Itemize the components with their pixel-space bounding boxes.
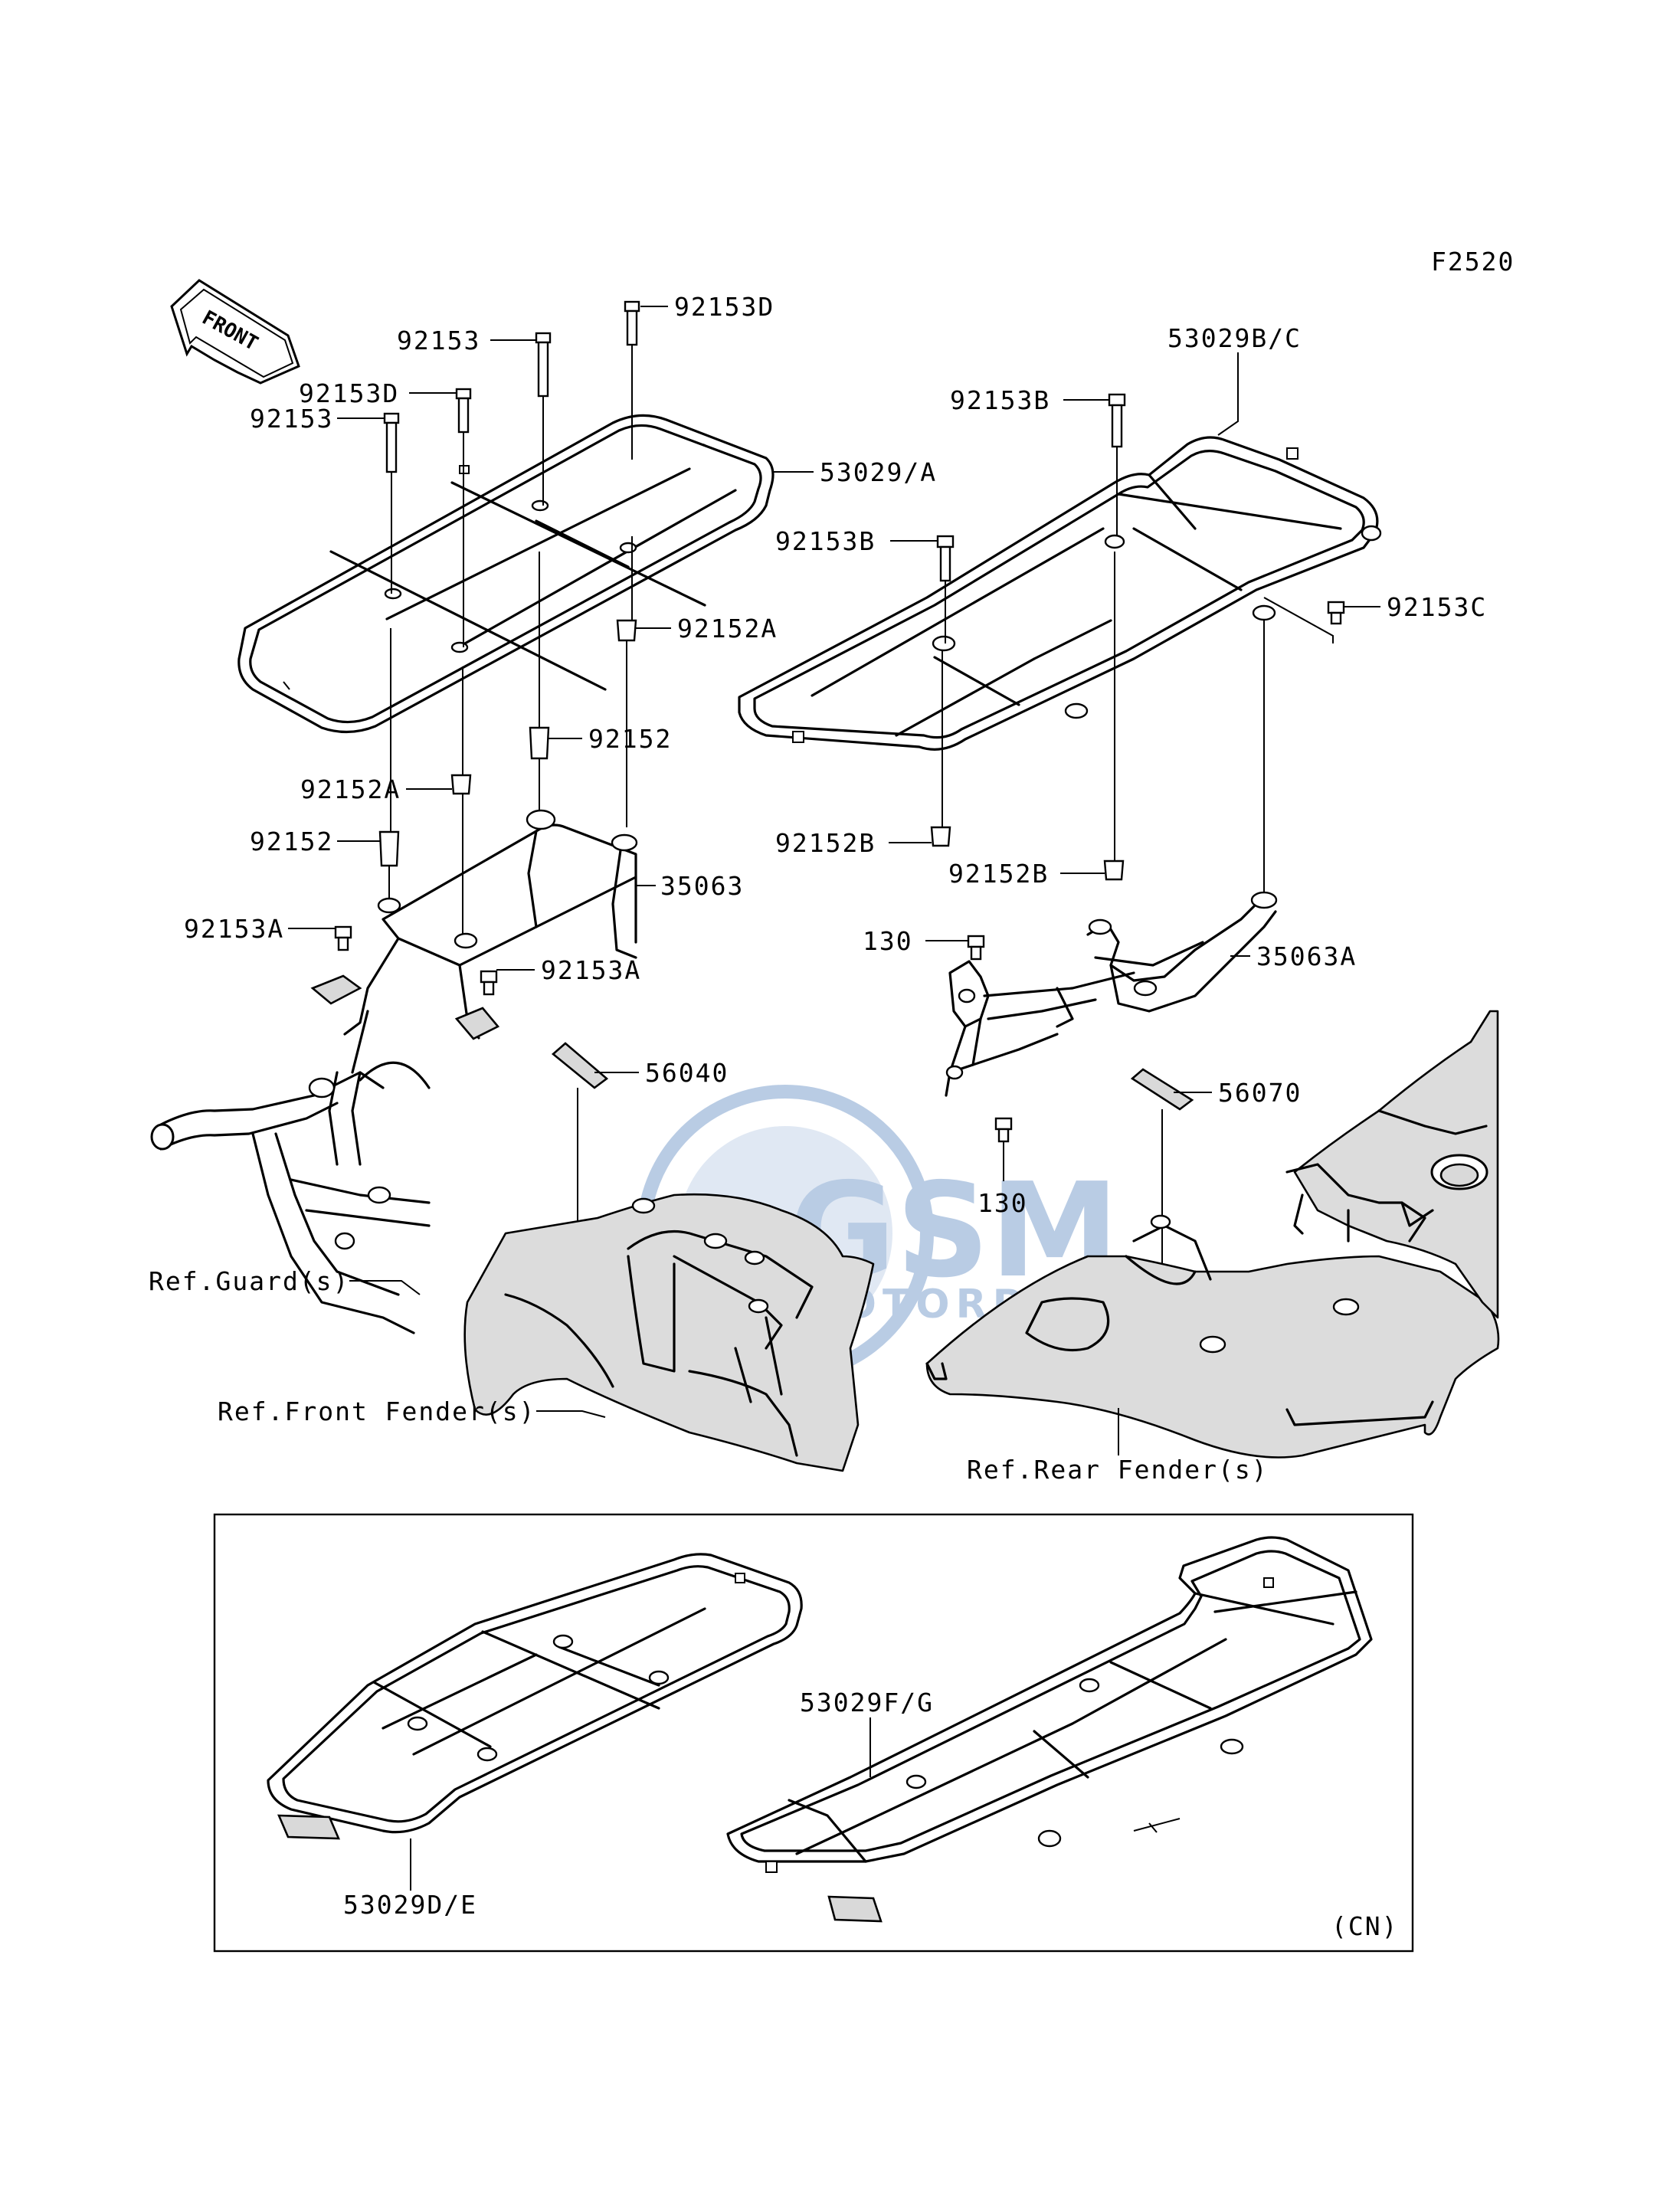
- front-direction-arrow-icon: FRONT: [170, 279, 300, 385]
- label-56040: 56040: [645, 1058, 729, 1088]
- label-92153D-top: 92153D: [674, 292, 775, 322]
- label-92153A-left: 92153A: [184, 914, 284, 944]
- label-35063: 35063: [660, 871, 744, 901]
- rear-bracket-35063A: [945, 891, 1278, 1097]
- label-56070: 56070: [1218, 1078, 1302, 1108]
- bolt-92153D-left: [455, 388, 472, 434]
- collar-92152A-left: [450, 774, 472, 795]
- label-92152B-left: 92152B: [775, 828, 876, 858]
- label-92152A-right: 92152A: [677, 614, 778, 643]
- label-92153B-mid: 92153B: [775, 526, 876, 556]
- label-92152-left: 92152: [250, 827, 333, 856]
- label-53029BC: 53029B/C: [1167, 323, 1302, 353]
- front-bracket-35063: [310, 809, 638, 1040]
- bolt-92153A-mid: [480, 970, 498, 996]
- bolt-92153A-left: [334, 925, 352, 951]
- bolt-130-top: [967, 935, 985, 961]
- rear-carrier-53029BC: [738, 436, 1382, 751]
- collar-92152A-right: [616, 619, 637, 642]
- label-ref-guard: Ref.Guard(s): [149, 1266, 349, 1296]
- label-53029FG: 53029F/G: [800, 1688, 934, 1717]
- label-53029A: 53029/A: [820, 457, 937, 487]
- label-ref-front-fender: Ref.Front Fender(s): [218, 1396, 536, 1426]
- collar-92152B-left: [930, 826, 951, 847]
- front-carrier-53029A: [237, 414, 775, 734]
- bolt-92153-left: [383, 412, 400, 473]
- label-92153-top: 92153: [397, 326, 480, 355]
- label-92153B-top: 92153B: [950, 385, 1050, 415]
- bolt-130-bottom: [994, 1117, 1013, 1143]
- carrier-53029FG: [726, 1536, 1373, 1923]
- collar-92152B-right: [1103, 859, 1125, 881]
- label-35063A: 35063A: [1256, 941, 1357, 971]
- bolt-92153B-mid: [936, 535, 955, 582]
- label-92153A-mid: 92153A: [541, 955, 641, 985]
- decal-56070: [1130, 1068, 1194, 1111]
- figure-code: F2520: [1431, 247, 1515, 277]
- bolt-92153C: [1327, 601, 1345, 625]
- rear-fender-ref: [925, 1010, 1500, 1459]
- label-ref-rear-fender: Ref.Rear Fender(s): [967, 1455, 1269, 1485]
- bolt-92153-top: [535, 332, 552, 398]
- label-92153-left: 92153: [250, 404, 333, 434]
- label-92152A-left: 92152A: [300, 774, 401, 804]
- front-fender-ref: [463, 1193, 875, 1472]
- cn-variant-box: [213, 1513, 1414, 1953]
- label-92153D-left: 92153D: [299, 378, 399, 408]
- front-guard-ref: [150, 1010, 431, 1334]
- carrier-53029DE: [267, 1553, 803, 1840]
- label-130-top: 130: [863, 926, 913, 956]
- bolt-92153B-top: [1108, 393, 1126, 448]
- collar-92152-left: [378, 830, 400, 867]
- label-92152-mid: 92152: [588, 724, 672, 754]
- label-130-bottom: 130: [978, 1188, 1028, 1218]
- bolt-92153D-top: [624, 300, 640, 346]
- label-92152B-right: 92152B: [948, 859, 1049, 889]
- collar-92152-mid: [529, 726, 550, 760]
- label-92153C: 92153C: [1387, 592, 1487, 622]
- decal-56040: [551, 1042, 609, 1089]
- label-cn: (CN): [1331, 1911, 1398, 1941]
- label-53029DE: 53029D/E: [343, 1890, 477, 1920]
